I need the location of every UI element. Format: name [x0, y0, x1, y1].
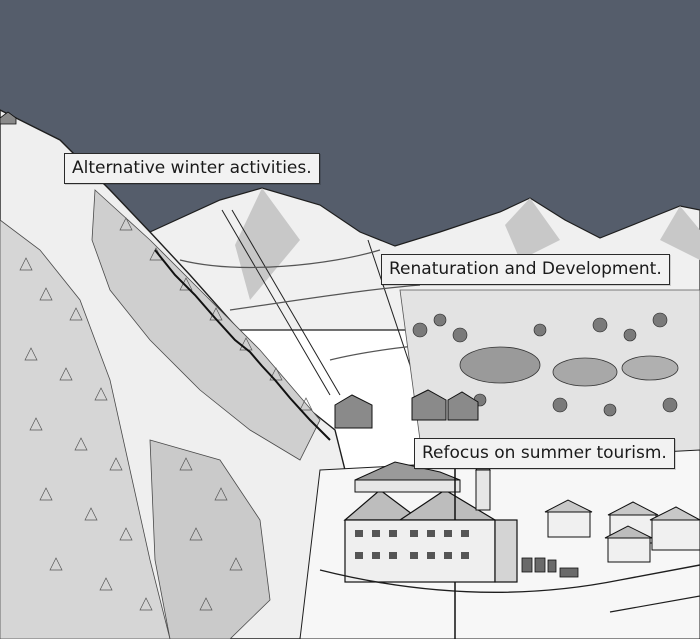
ski-lift-line — [154, 249, 331, 441]
forest-left — [0, 219, 171, 639]
label-alternative-winter-activities: Alternative winter activities. — [64, 153, 320, 184]
mountain-shading — [235, 188, 300, 300]
label-refocus-on-summer-tourism: Refocus on summer tourism. — [414, 438, 675, 469]
forest-band — [91, 189, 321, 461]
pond — [459, 346, 541, 384]
label-renaturation-and-development: Renaturation and Development. — [381, 254, 670, 285]
cable-line — [221, 209, 331, 396]
lift-stations — [334, 389, 479, 429]
village-road — [319, 564, 700, 593]
round-trees — [412, 312, 678, 417]
forest-mid — [149, 439, 271, 639]
mountain-shading-2 — [505, 198, 560, 260]
cable-line-2 — [231, 209, 341, 396]
valley-path-2 — [229, 284, 421, 311]
mountain-shading-3 — [660, 206, 700, 260]
village-houses — [544, 499, 700, 563]
pond-3 — [621, 355, 679, 381]
parked-cars — [521, 557, 579, 578]
pond-2 — [552, 357, 618, 387]
village-road-2 — [609, 595, 700, 613]
upper-building — [354, 461, 461, 493]
summit-hut — [0, 111, 17, 125]
building-windows — [355, 530, 469, 559]
main-building — [343, 489, 518, 583]
valley-path — [179, 249, 381, 269]
